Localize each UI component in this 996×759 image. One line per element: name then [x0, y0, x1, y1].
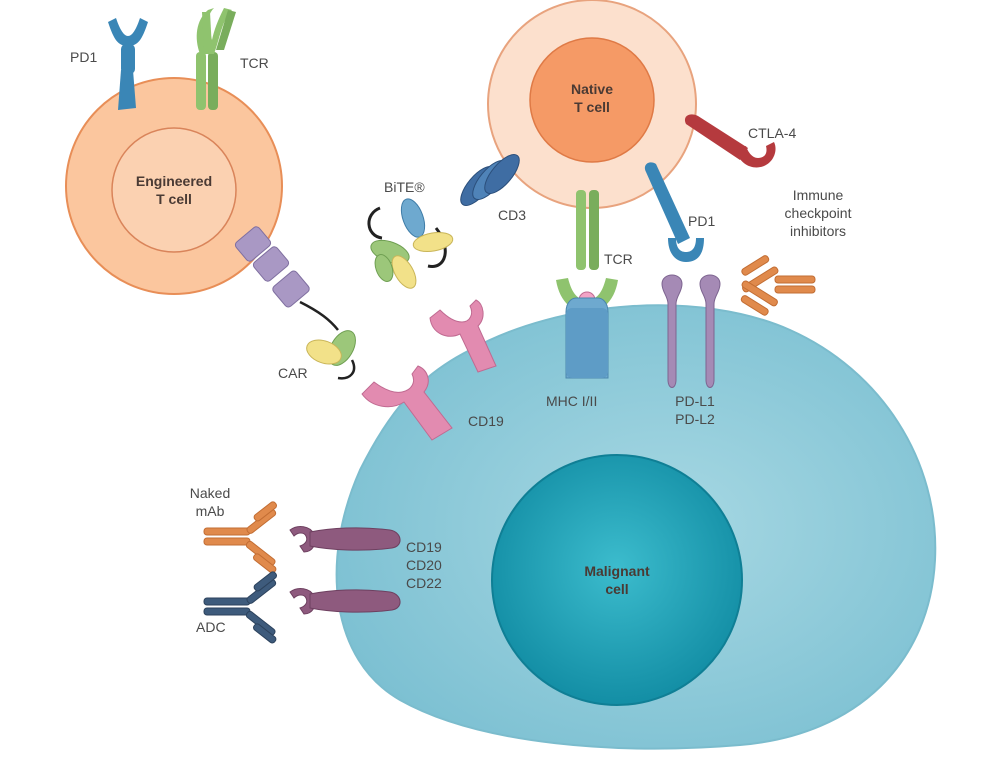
mhc-label: MHC I/II — [546, 393, 598, 409]
engineered-t-cell-inner — [111, 127, 237, 253]
engineered-t-cell-label: Engineered T cell — [135, 173, 213, 207]
native-t-cell-label: Native T cell — [570, 81, 614, 115]
bite-molecule — [367, 198, 454, 289]
checkpoint-inhibitor-antibody — [740, 255, 816, 316]
adc-label: ADC — [196, 619, 226, 635]
mhc-molecule — [565, 297, 609, 379]
cd3-label: CD3 — [498, 207, 527, 223]
naked-mab-antibody — [203, 501, 277, 574]
pd1-left-label: PD1 — [70, 49, 98, 65]
ctla4-receptor — [684, 114, 776, 168]
pd-l1-l2-label: PD-L1 PD-L2 — [675, 393, 715, 427]
native-t-cell-inner — [529, 37, 655, 163]
cd19-label: CD19 — [468, 413, 504, 429]
car-label: CAR — [278, 365, 308, 381]
car-construct — [234, 226, 356, 380]
cd3-complex — [460, 154, 520, 206]
pd-l1-l2-molecules — [661, 274, 721, 388]
naked-mab-label: Naked mAb — [189, 485, 231, 519]
malignant-cell-label: Malignant cell — [584, 563, 650, 597]
cd19-cd20-cd22-receptors — [289, 526, 401, 615]
pd1-receptor-left — [108, 18, 148, 110]
pd1-receptor-right — [644, 162, 704, 262]
adc-antibody — [203, 571, 277, 644]
cd19-cd20-cd22-label: CD19 CD20 CD22 — [406, 539, 442, 591]
tcr-native-label: TCR — [604, 251, 633, 267]
tcr-receptor-left — [196, 8, 236, 110]
cd19-receptor-car — [361, 365, 453, 441]
pd1-right-label: PD1 — [688, 213, 716, 229]
checkpoint-inhibitors-label: Immune checkpoint inhibitors — [784, 187, 852, 239]
malignant-cell-nucleus — [491, 454, 743, 706]
tcr-left-label: TCR — [240, 55, 269, 71]
bite-label: BiTE® — [384, 179, 425, 195]
ctla4-label: CTLA-4 — [748, 125, 797, 141]
cd19-receptor-bite — [429, 299, 497, 373]
